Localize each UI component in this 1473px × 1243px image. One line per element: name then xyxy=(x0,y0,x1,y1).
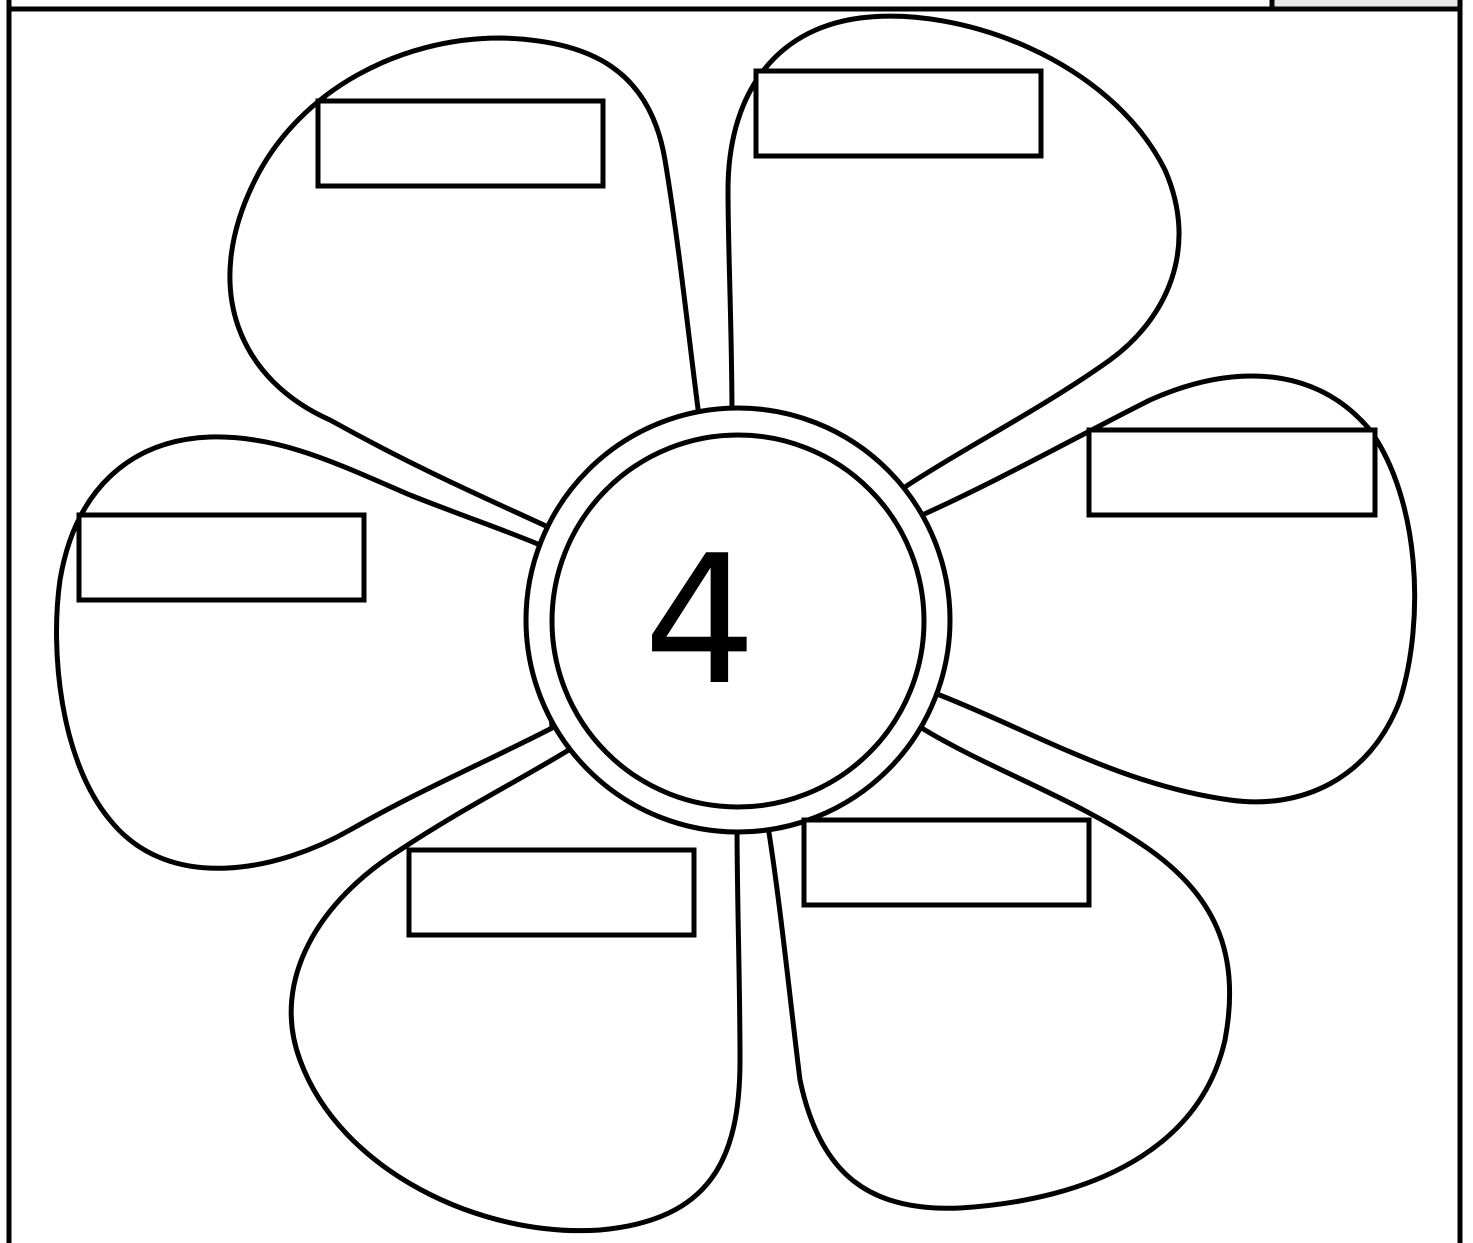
answer-box-top-left[interactable] xyxy=(318,101,603,186)
center-number: 4 xyxy=(643,517,756,724)
answer-box-bottom-right[interactable] xyxy=(804,820,1089,905)
answer-box-left[interactable] xyxy=(79,515,364,600)
answer-box-top-right[interactable] xyxy=(756,71,1041,156)
flower-center: 4 xyxy=(526,408,950,832)
answer-box-right[interactable] xyxy=(1089,430,1375,515)
answer-box-bottom-left[interactable] xyxy=(409,850,694,935)
